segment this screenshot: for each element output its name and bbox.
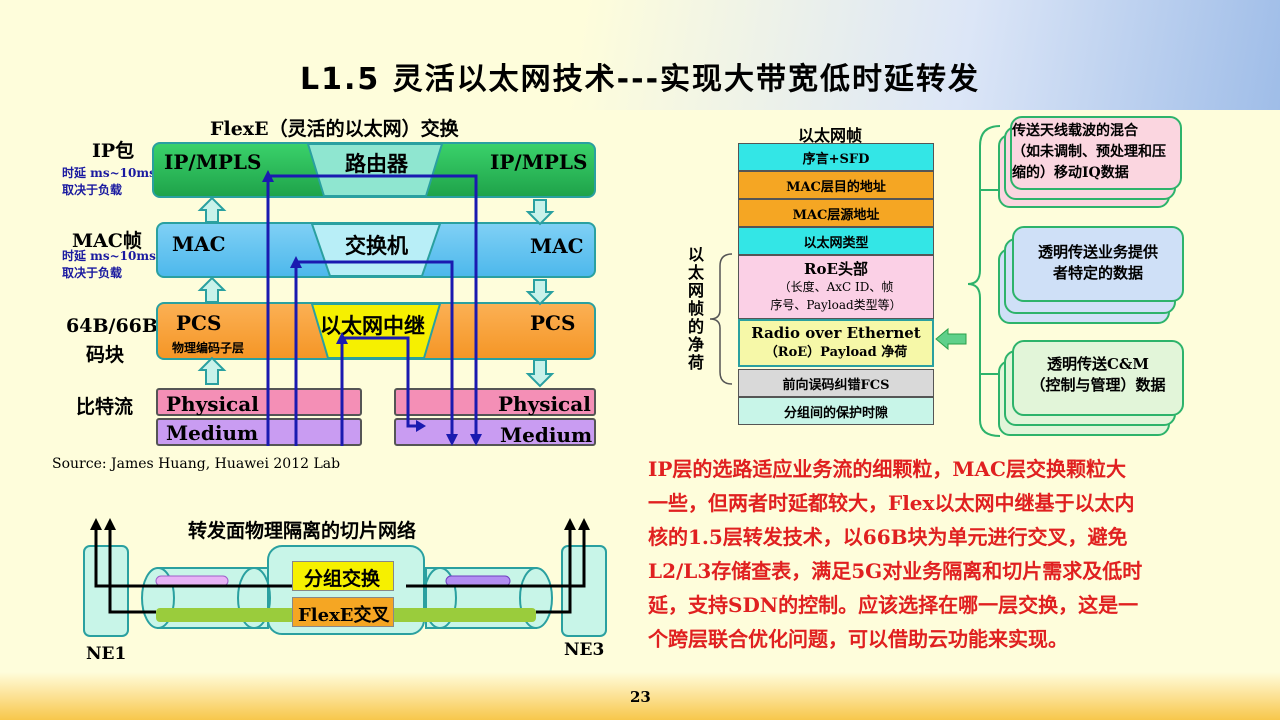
medium-right-label: Medium	[500, 423, 593, 447]
flexe-cross-label: FlexE交叉	[298, 605, 390, 626]
ip-left-label: IP/MPLS	[164, 150, 262, 174]
frame-caption: 以太网帧	[798, 126, 863, 145]
summary-line-1: IP层的选路适应业务流的细颗粒，MAC层交换颗粒大	[648, 457, 1126, 481]
switch-label: 交换机	[345, 233, 408, 258]
pcs-right-label: PCS	[530, 311, 576, 335]
row-label-mac: MAC帧	[72, 230, 142, 252]
frame-side-label: 以太网帧的净荷	[687, 245, 704, 372]
frame-row-dest-mac: MAC层目的地址	[738, 171, 934, 199]
card-3	[1012, 340, 1184, 416]
row-note-ip-1: 时延 ms~10ms	[62, 166, 156, 180]
left-up-arrow-icons	[197, 196, 227, 385]
pcs-left-label: PCS	[176, 311, 222, 335]
slice-caption: 转发面物理隔离的切片网络	[188, 520, 417, 542]
right-down-arrow-icons	[525, 199, 555, 388]
row-note-mac-1: 时延 ms~10ms	[62, 249, 156, 263]
physical-left-label: Physical	[166, 392, 259, 416]
ip-right-label: IP/MPLS	[490, 150, 588, 174]
signal-paths	[197, 170, 555, 446]
card-1-text: 传送天线载波的混合（如未调制、预处理和压缩的）移动IQ数据	[1012, 123, 1166, 181]
frame-row-roe-header: RoE头部 （长度、AxC ID、帧 序号、Payload类型等）	[738, 255, 934, 319]
frame-row-guard: 分组间的保护时隙	[738, 397, 934, 425]
medium-left-label: Medium	[166, 421, 259, 445]
summary-line-4: L2/L3存储查表，满足5G对业务隔离和切片需求及低时	[648, 559, 1143, 583]
summary-line-6: 个跨层联合优化问题，可以借助云功能来实现。	[648, 627, 1068, 651]
physical-left-box	[156, 388, 362, 416]
footer-gradient	[0, 672, 1280, 720]
summary-paragraph: IP层的选路适应业务流的细颗粒，MAC层交换颗粒大 一些，但两者时延都较大，Fl…	[648, 452, 1248, 656]
header-gradient	[0, 0, 1280, 110]
frame-row-roe-payload: Radio over Ethernet （RoE）Payload 净荷	[738, 319, 934, 367]
page-number: 23	[630, 688, 651, 706]
row-label-bitstream: 比特流	[76, 396, 134, 418]
row-label-64b: 64B/66B	[66, 315, 158, 337]
ne1-label: NE1	[86, 644, 127, 664]
summary-line-5: 延，支持SDN的控制。应该选择在哪一层交换，这是一	[648, 593, 1139, 617]
physical-right-box	[394, 388, 596, 416]
packet-switch-box	[292, 561, 394, 591]
card-3-text: 透明传送C&M（控制与管理）数据	[1030, 355, 1166, 394]
mac-right-label: MAC	[530, 234, 584, 258]
pcs-sublayer-label: 物理编码子层	[172, 341, 245, 355]
frame-row-src-mac: MAC层源地址	[738, 199, 934, 227]
ethernet-relay-label: 以太网中继	[320, 313, 425, 338]
row-note-mac-2: 取决于负载	[62, 266, 123, 280]
payload-arrow-icon	[935, 327, 967, 351]
row-note-ip-2: 取决于负载	[62, 183, 123, 197]
row-label-ip: IP包	[92, 140, 135, 162]
row-label-block: 码块	[86, 344, 125, 366]
mac-left-label: MAC	[172, 232, 226, 256]
summary-line-3: 核的1.5层转发技术，以66B块为单元进行交叉，避免	[648, 525, 1128, 549]
cards-brace	[967, 125, 1001, 437]
flexe-cross-box	[292, 597, 394, 627]
medium-left-box	[156, 418, 362, 446]
frame-row-preamble: 序言+SFD	[738, 143, 934, 171]
flexe-caption: FlexE（灵活的以太网）交换	[210, 118, 459, 140]
source-credit: Source: James Huang, Huawei 2012 Lab	[52, 456, 341, 472]
card-2	[1012, 226, 1184, 302]
ip-router-trapezoid	[306, 143, 444, 197]
ne3-label: NE3	[564, 640, 605, 660]
packet-switch-label: 分组交换	[304, 568, 381, 590]
slide-title: L1.5 灵活以太网技术---实现大带宽低时延转发	[299, 62, 981, 97]
card-2-text: 透明传送业务提供者特定的数据	[1037, 243, 1158, 282]
router-label: 路由器	[345, 151, 408, 176]
summary-line-2: 一些，但两者时延都较大，Flex以太网中继基于以太内	[648, 491, 1135, 515]
card-1	[1010, 116, 1182, 190]
frame-row-ethertype: 以太网类型	[738, 227, 934, 255]
medium-right-box	[394, 418, 596, 446]
frame-row-fcs: 前向误码纠错FCS	[738, 369, 934, 397]
frame-brace	[709, 253, 733, 385]
physical-right-label: Physical	[498, 392, 591, 416]
